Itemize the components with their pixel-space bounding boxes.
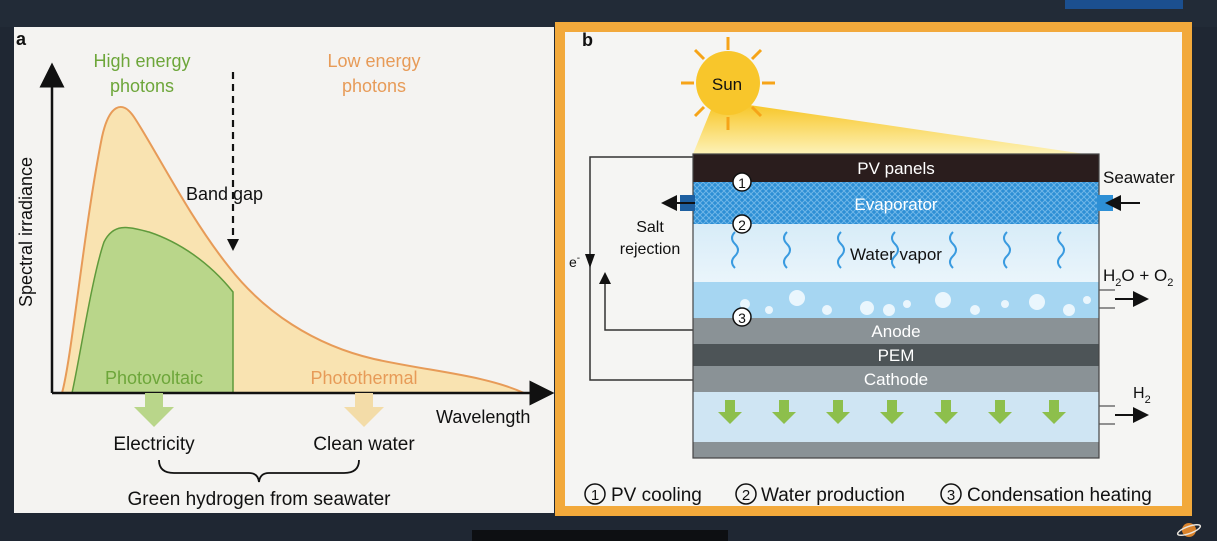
photothermal-label: Photothermal [310, 368, 417, 388]
legend: 1 PV cooling 2 Water production 3 Conden… [584, 483, 1152, 506]
marker-3: 3 [732, 307, 752, 327]
low-energy-line2: photons [342, 76, 406, 96]
evaporator-label: Evaporator [854, 195, 937, 214]
cathode-layer [693, 366, 1099, 392]
legend-water-production: Water production [761, 485, 905, 506]
photovoltaic-area [71, 226, 234, 394]
clean-water-arrow [344, 393, 384, 427]
low-energy-line1: Low energy [327, 51, 420, 71]
pem-layer [693, 344, 1099, 366]
svg-text:3: 3 [947, 487, 955, 504]
rejection-label: rejection [620, 241, 680, 258]
x-axis-label: Wavelength [436, 407, 530, 427]
band-gap-label: Band gap [186, 184, 263, 204]
sun-label: Sun [712, 75, 742, 94]
legend-condensation-heating: Condensation heating [967, 485, 1152, 506]
electron-label: e- [569, 253, 580, 270]
electron-return [599, 272, 693, 331]
bottom-caption-bar [472, 530, 728, 541]
panel-b-label: b [582, 32, 593, 50]
seawater-label: Seawater [1103, 168, 1175, 187]
anode-label: Anode [871, 322, 920, 341]
bracket [158, 459, 360, 483]
device-outline [692, 153, 1100, 459]
bubbles [740, 290, 1091, 316]
high-energy-line1: High energy [93, 51, 190, 71]
cathode-label: Cathode [864, 370, 928, 389]
panel-a-spectrum: a High energy photons Low energy photons… [14, 27, 555, 513]
o2-outlet-pipe [1099, 289, 1115, 309]
anode-layer [693, 318, 1099, 344]
svg-text:2: 2 [738, 217, 746, 233]
seawater-inlet-pipe [1097, 195, 1113, 211]
electricity-label: Electricity [113, 434, 195, 455]
green-hydrogen-label: Green hydrogen from seawater [128, 489, 392, 510]
vapor-squiggles [731, 231, 1065, 269]
photovoltaic-label: Photovoltaic [105, 368, 203, 388]
planet-logo-icon [1176, 523, 1202, 537]
y-axis-label: Spectral irradiance [16, 157, 36, 307]
high-energy-line2: photons [110, 76, 174, 96]
pv-panels-layer [693, 154, 1099, 182]
top-right-tab[interactable] [1065, 0, 1183, 9]
hydrogen-arrows [718, 400, 1066, 424]
marker-2: 2 [732, 214, 752, 234]
svg-text:1: 1 [738, 175, 746, 191]
panel-a-label: a [16, 29, 27, 49]
sun-beam [693, 100, 1085, 154]
evaporator-layer [693, 182, 1099, 224]
salt-label: Salt [636, 219, 664, 236]
electron-down-arrow [585, 254, 595, 268]
pv-panels-label: PV panels [857, 159, 935, 178]
h2-label: H2 [1133, 385, 1151, 406]
band-gap-arrowhead [227, 239, 239, 251]
panel-b-device: b Sun e- PV panels Evapora [565, 32, 1182, 506]
vapor-chamber [693, 224, 1099, 282]
svg-text:2: 2 [742, 487, 750, 504]
marker-1: 1 [732, 172, 752, 192]
pem-label: PEM [878, 346, 915, 365]
h2-outlet-pipe [1099, 405, 1115, 425]
svg-text:1: 1 [591, 487, 599, 504]
svg-text:3: 3 [738, 310, 746, 326]
electricity-arrow [134, 393, 174, 427]
h2o-o2-label: H2O + O2 [1103, 266, 1173, 289]
clean-water-label: Clean water [313, 434, 415, 455]
electron-circuit [589, 156, 693, 381]
bottom-plate [693, 442, 1099, 458]
sun-icon [681, 37, 775, 130]
legend-pv-cooling: PV cooling [611, 485, 702, 506]
